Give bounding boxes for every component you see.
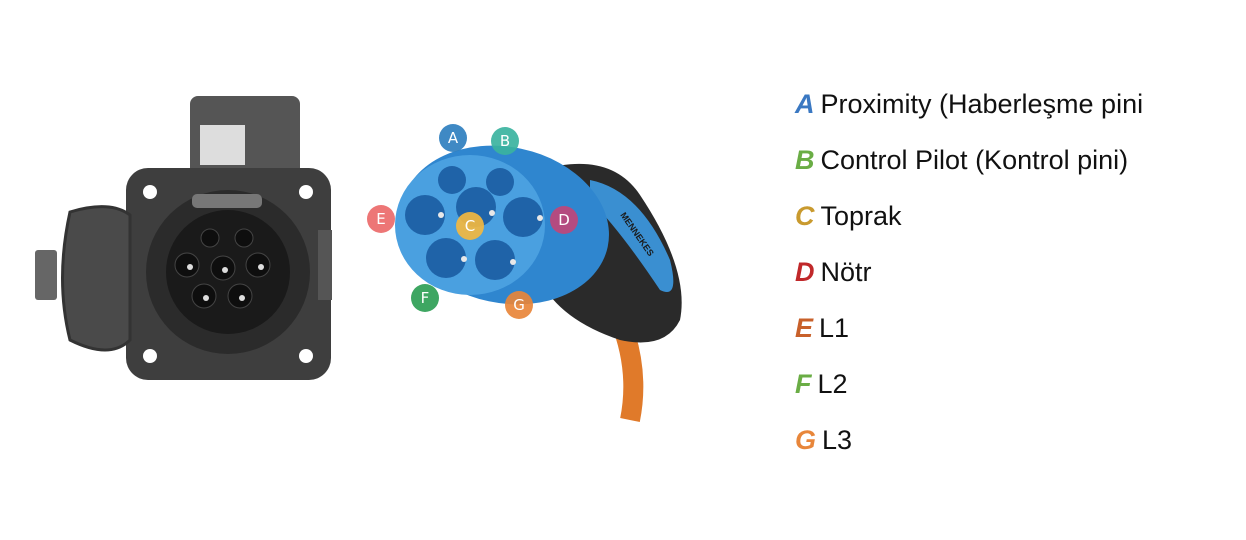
pin-badge-b: B bbox=[491, 127, 519, 155]
type2-plug-image: MENNEKES bbox=[395, 145, 682, 422]
legend-key: C bbox=[795, 200, 815, 231]
pin-badge-letter: E bbox=[376, 210, 385, 228]
pin-badge-letter: F bbox=[421, 289, 430, 307]
pin-badge-a: A bbox=[439, 124, 467, 152]
pin-badge-letter: C bbox=[465, 217, 475, 235]
pin-badge-d: D bbox=[550, 206, 578, 234]
legend-label: L1 bbox=[819, 312, 850, 343]
legend-key: F bbox=[795, 368, 812, 399]
legend-label: Toprak bbox=[820, 200, 902, 231]
pin-badge-letter: G bbox=[513, 296, 525, 314]
legend-key: G bbox=[795, 424, 817, 455]
legend-key: B bbox=[795, 144, 815, 175]
pin-badge-c: C bbox=[456, 212, 484, 240]
pin-badge-letter: B bbox=[500, 132, 510, 150]
legend-key: A bbox=[795, 88, 815, 119]
legend-key: D bbox=[795, 256, 815, 287]
pin-badge-e: E bbox=[367, 205, 395, 233]
legend-label: Control Pilot (Kontrol pini) bbox=[820, 144, 1129, 175]
legend-key: E bbox=[795, 312, 814, 343]
legend-label: L3 bbox=[822, 424, 853, 455]
pin-badge-g: G bbox=[505, 291, 533, 319]
legend-label: L2 bbox=[817, 368, 848, 399]
legend-label: Nötr bbox=[820, 256, 872, 287]
pin-badge-letter: D bbox=[558, 211, 570, 229]
legend-label: Proximity (Haberleşme pini bbox=[820, 88, 1144, 119]
type2-socket-image bbox=[35, 96, 332, 380]
pin-badge-letter: A bbox=[448, 129, 459, 147]
pin-badge-f: F bbox=[411, 284, 439, 312]
